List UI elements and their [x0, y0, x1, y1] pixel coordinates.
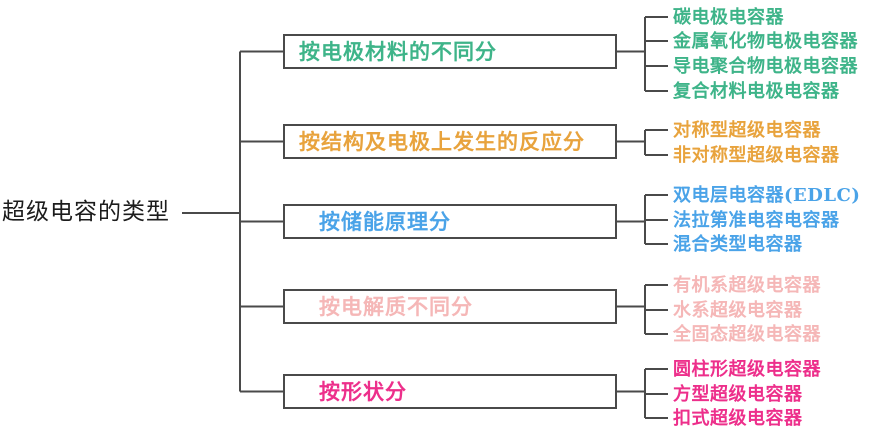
category-box-4[interactable]: 按电解质不同分	[283, 289, 617, 324]
category-label-1: 按电极材料的不同分	[299, 38, 497, 64]
category-label-2: 按结构及电极上发生的反应分	[299, 128, 585, 154]
leaf-item-5-2[interactable]: 方型超级电容器	[673, 384, 803, 405]
leaf-item-1-2[interactable]: 金属氧化物电极电容器	[673, 31, 858, 52]
leaf-item-1-1[interactable]: 碳电极电容器	[673, 7, 784, 28]
leaf-item-1-4[interactable]: 复合材料电极电容器	[673, 81, 840, 102]
category-label-4: 按电解质不同分	[319, 293, 473, 319]
leaf-item-2-2[interactable]: 非对称型超级电容器	[673, 145, 840, 166]
leaf-item-3-2[interactable]: 法拉第准电容电容器	[673, 210, 840, 231]
leaf-item-1-3[interactable]: 导电聚合物电极电容器	[673, 56, 858, 77]
category-box-1[interactable]: 按电极材料的不同分	[283, 34, 617, 69]
leaf-item-4-1[interactable]: 有机系超级电容器	[673, 275, 821, 296]
leaf-item-4-2[interactable]: 水系超级电容器	[673, 300, 803, 321]
category-box-2[interactable]: 按结构及电极上发生的反应分	[283, 124, 617, 159]
leaf-item-3-3[interactable]: 混合类型电容器	[673, 234, 803, 255]
leaf-item-5-3[interactable]: 扣式超级电容器	[673, 408, 803, 429]
leaf-item-2-1[interactable]: 对称型超级电容器	[673, 120, 821, 141]
leaf-item-3-1[interactable]: 双电层电容器(EDLC)	[673, 185, 861, 206]
root-label: 超级电容的类型	[2, 199, 170, 225]
category-label-5: 按形状分	[319, 378, 407, 404]
category-box-3[interactable]: 按储能原理分	[283, 204, 617, 239]
category-label-3: 按储能原理分	[319, 208, 451, 234]
category-box-5[interactable]: 按形状分	[283, 374, 617, 409]
leaf-item-5-1[interactable]: 圆柱形超级电容器	[673, 359, 821, 380]
leaf-item-4-3[interactable]: 全固态超级电容器	[673, 324, 821, 345]
